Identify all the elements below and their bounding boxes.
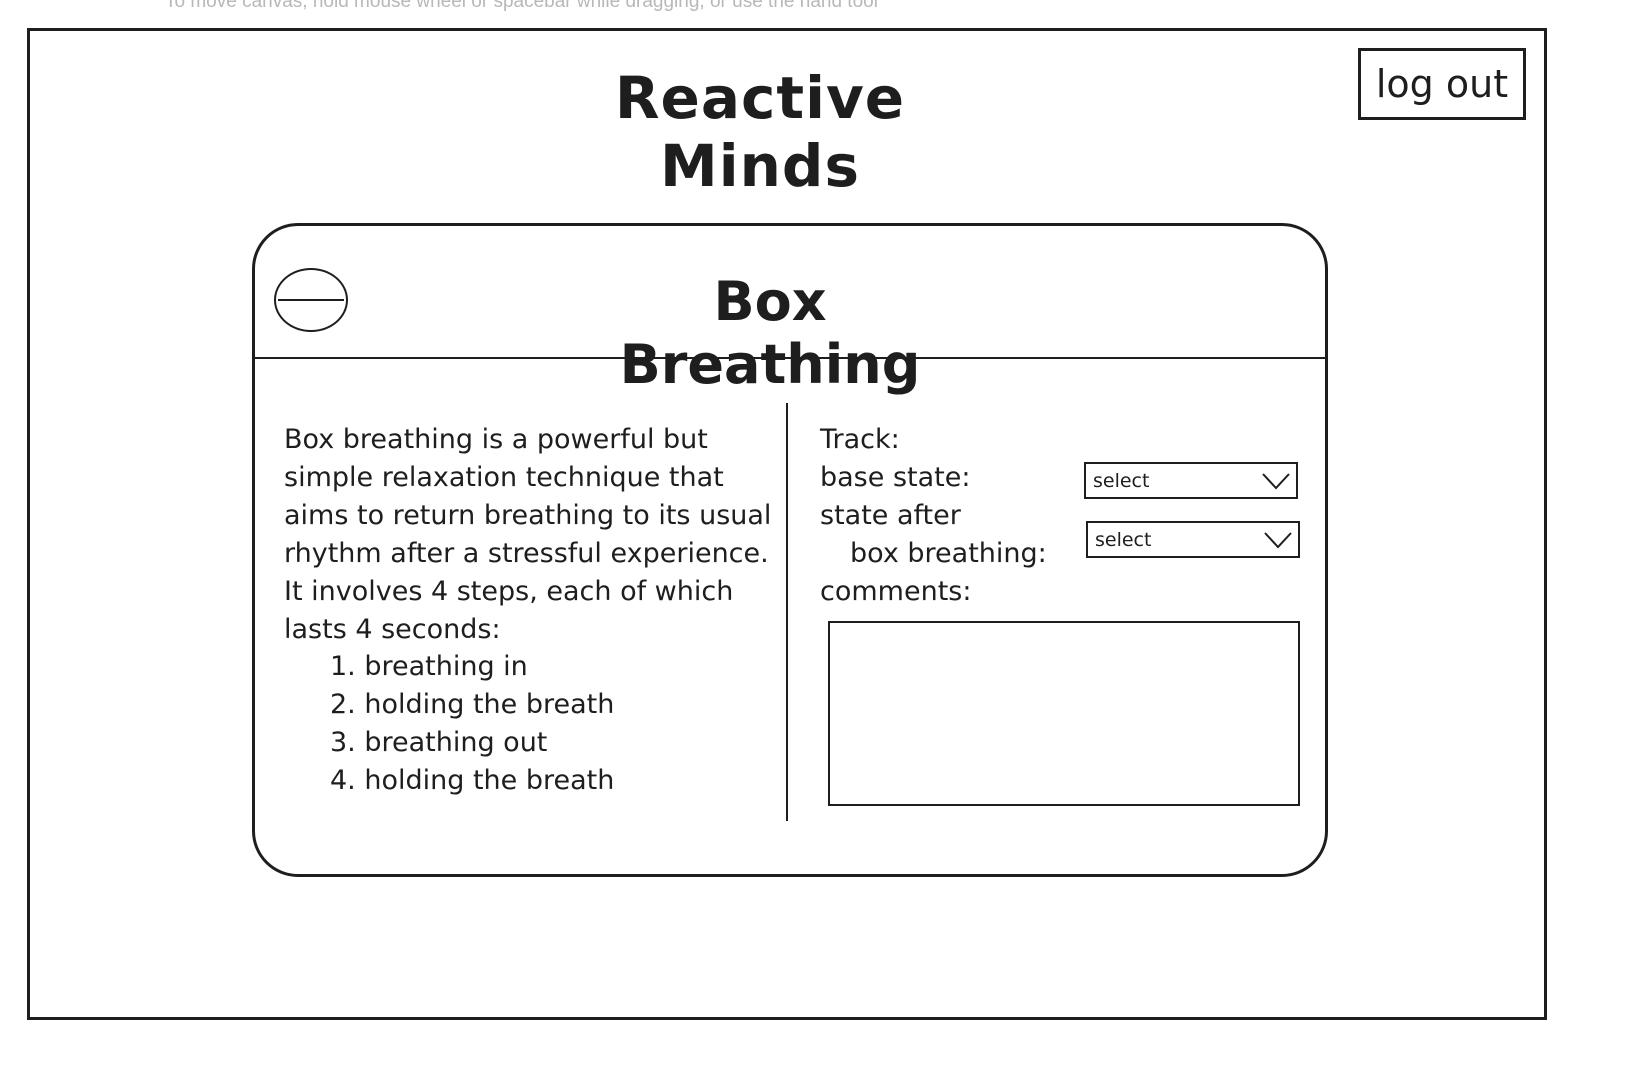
after-state-label: state after: [820, 500, 961, 531]
exercise-title: Box Breathing: [619, 270, 921, 396]
exercise-card: [252, 223, 1328, 877]
comments-label: comments:: [820, 576, 972, 607]
steps-list: 1. breathing in 2. holding the breath 3.…: [330, 648, 614, 800]
base-state-select[interactable]: select: [1084, 462, 1298, 499]
list-item: 4. holding the breath: [330, 765, 615, 796]
list-item: 3. breathing out: [330, 727, 548, 758]
comments-field[interactable]: [828, 621, 1300, 806]
logout-button[interactable]: log out: [1358, 48, 1526, 120]
after-state-label-cont: box breathing:: [850, 538, 1047, 569]
app-title: Reactive Minds: [614, 64, 906, 200]
after-state-select[interactable]: select: [1086, 521, 1300, 558]
base-state-label: base state:: [820, 462, 971, 493]
track-heading: Track:: [820, 424, 900, 455]
select-value: select: [1093, 469, 1150, 492]
list-item: 2. holding the breath: [330, 689, 615, 720]
exercise-description: Box breathing is a powerful but simple r…: [284, 424, 772, 645]
list-item: 1. breathing in: [330, 651, 528, 682]
chevron-down-icon: [1262, 473, 1290, 490]
circle-minus-icon[interactable]: [274, 268, 348, 332]
select-value: select: [1095, 528, 1152, 551]
canvas-hint: To move canvas, hold mouse wheel or spac…: [165, 0, 878, 12]
header-divider: [255, 357, 1325, 359]
chevron-down-icon: [1264, 532, 1292, 549]
column-divider: [786, 403, 788, 821]
app-window: [27, 28, 1547, 1020]
